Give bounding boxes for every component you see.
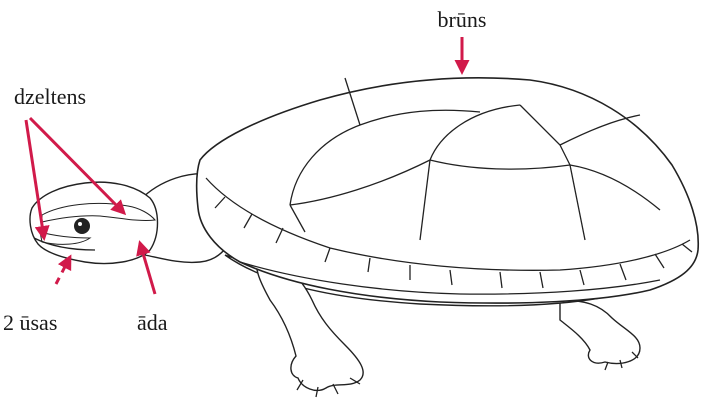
back-leg xyxy=(560,300,640,370)
label-head-stripes: dzeltens xyxy=(14,84,86,109)
carapace xyxy=(197,78,699,303)
label-skin: āda xyxy=(137,310,168,335)
head xyxy=(30,182,158,263)
barbels-arrow xyxy=(56,257,70,284)
label-barbels: 2 ūsas xyxy=(3,310,57,335)
label-shell: brūns xyxy=(438,7,487,32)
